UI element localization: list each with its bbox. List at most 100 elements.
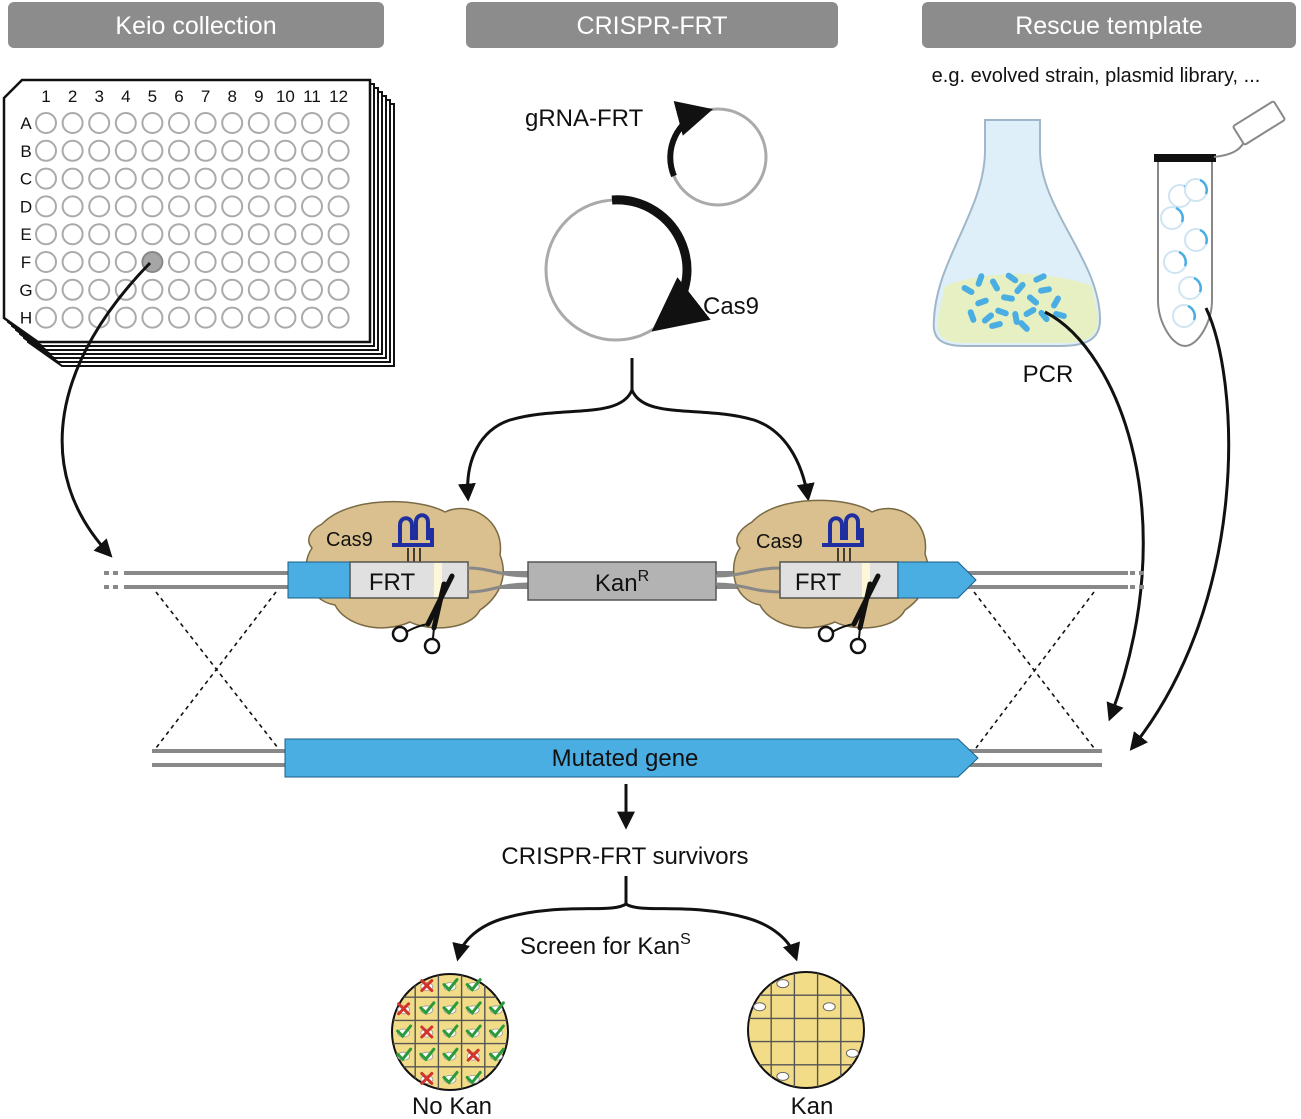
check-icon [442, 1047, 459, 1062]
plate-well [194, 306, 217, 329]
plate-well [168, 251, 190, 273]
plate-well [88, 195, 111, 218]
scissors-ring [423, 637, 441, 655]
plate-well [141, 167, 164, 190]
plate-well [88, 251, 111, 273]
tube-icon [1154, 100, 1286, 348]
colony [822, 1002, 836, 1012]
plate-well [301, 306, 323, 329]
check-icon [442, 978, 459, 992]
plate-well [168, 223, 190, 246]
frt-site-right: FRT [779, 561, 899, 599]
grna-plasmid [667, 100, 768, 207]
header-crispr-label: CRISPR-FRT [577, 12, 728, 40]
screen-label: Screen for KanS [520, 931, 691, 960]
plate-well [194, 195, 217, 218]
header-rescue-label: Rescue template [1015, 12, 1203, 40]
plate-well [35, 195, 57, 218]
arrow-branch-left [457, 389, 634, 502]
plate-well [301, 195, 323, 218]
plate-well [274, 251, 297, 273]
plate-well [141, 278, 164, 301]
plate-well [35, 251, 57, 273]
check-icon [396, 1047, 413, 1062]
plate-well [274, 139, 297, 162]
plate-well [168, 167, 190, 190]
plate-well [88, 112, 111, 134]
check-icon [465, 978, 482, 992]
plate-well [61, 223, 84, 246]
plate-well [221, 278, 244, 301]
bead-highlight [1175, 206, 1184, 223]
bacterium [1038, 286, 1052, 294]
plate-well [221, 251, 244, 273]
plate-well [35, 306, 57, 329]
check-icon [419, 1001, 436, 1016]
plate-well [274, 167, 297, 190]
plate-well [194, 278, 217, 301]
bacterium [967, 309, 977, 323]
plate-column-label: 10 [276, 87, 295, 106]
plate-well [35, 167, 57, 190]
plate-row-label: H [20, 309, 32, 328]
bead-highlight [1187, 304, 1196, 321]
plate-well [327, 167, 350, 190]
survivors-label: CRISPR-FRT survivors [501, 843, 748, 870]
plate-column-label: 11 [303, 87, 321, 106]
bacterium [975, 273, 985, 287]
grna-label: gRNA-FRT [525, 105, 644, 132]
arrow-screen-right [625, 902, 800, 962]
scissors-blade [431, 581, 447, 631]
bead-highlight [1199, 178, 1208, 195]
arrow-branch-right [630, 389, 815, 502]
dish-agar [747, 971, 865, 1089]
check-icon [465, 1024, 482, 1039]
plate-well [194, 139, 217, 162]
crossover-lines [155, 591, 1095, 749]
cas9-plasmid-label: Cas9 [703, 293, 759, 320]
colony [776, 1071, 790, 1081]
plate-well [168, 139, 190, 162]
plate-well [141, 306, 164, 329]
dish-no-kan-label: No Kan [412, 1093, 492, 1119]
bacterium [981, 312, 995, 324]
frt-label-right: FRT [795, 569, 842, 596]
plate-row-label: B [20, 142, 31, 161]
dish-grid [392, 974, 508, 1090]
kan-connector-left [467, 566, 529, 594]
check-icon [442, 1024, 459, 1039]
mutated-gene-label: Mutated gene [552, 745, 699, 772]
scissors-handle [858, 627, 861, 639]
plate-well [194, 112, 217, 134]
plate-well [141, 195, 164, 218]
mutated-gene [284, 738, 979, 778]
cas9-label-right: Cas9 [756, 531, 803, 553]
plate-well [114, 251, 137, 273]
plate-column-label: 1 [41, 87, 50, 106]
scissors-icon-right [817, 573, 881, 655]
plate-well [327, 223, 350, 246]
plate-well [114, 195, 137, 218]
arrow-tube-to-gene [1129, 307, 1231, 751]
check-icon [396, 1024, 413, 1039]
plate-well [35, 223, 57, 246]
bead-highlight [1178, 250, 1187, 267]
plate-well [35, 278, 57, 301]
plate-well [301, 167, 323, 190]
plate-well [247, 223, 270, 246]
cas9-label-left: Cas9 [326, 529, 373, 551]
colony [776, 979, 790, 989]
plate-well [327, 278, 350, 301]
plate-well [221, 112, 244, 134]
bacterium [1051, 295, 1061, 309]
plate-column-label: 5 [148, 87, 157, 106]
header-keio-label: Keio collection [115, 12, 276, 40]
plate-well [168, 112, 190, 134]
plate-well [247, 112, 270, 134]
plate-well [114, 167, 137, 190]
plate-well [168, 195, 190, 218]
kan-connector-right [715, 566, 781, 594]
plate-well [274, 195, 297, 218]
plate-well [247, 278, 270, 301]
plate-well [194, 251, 217, 273]
